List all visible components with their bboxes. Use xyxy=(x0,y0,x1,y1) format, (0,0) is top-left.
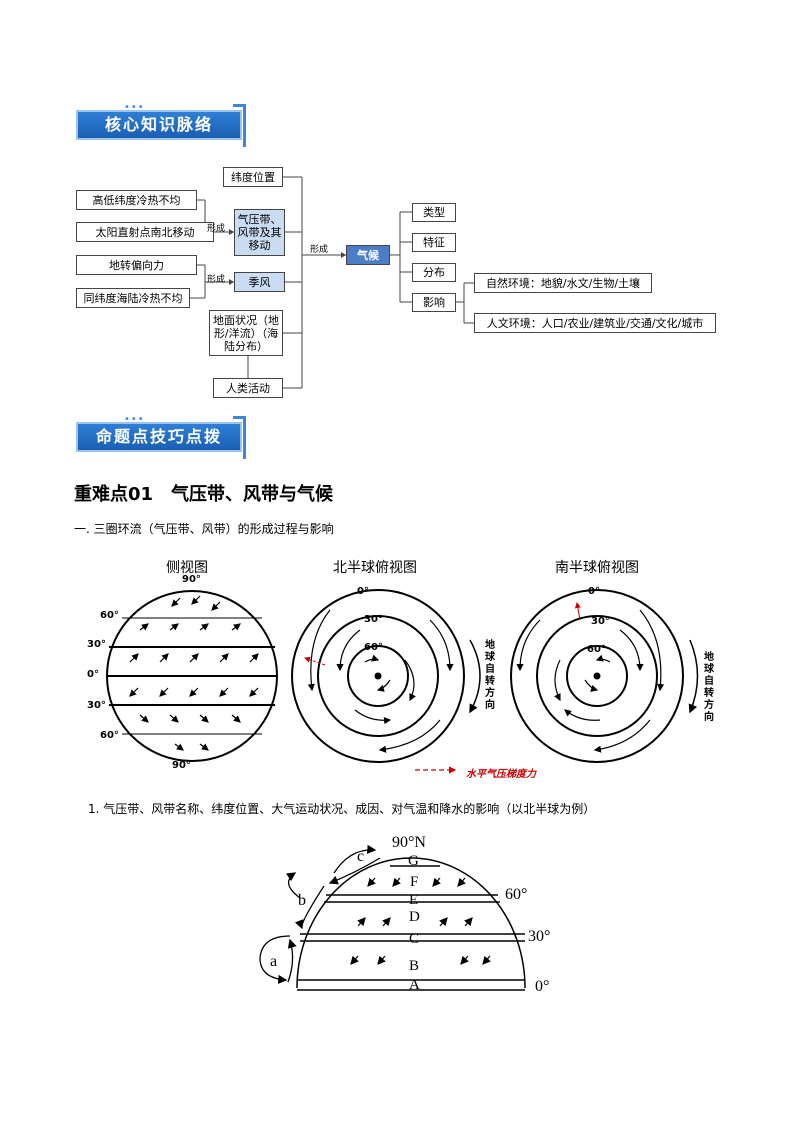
human-env-box: 人文环境：人口/农业/建筑业/交通/文化/城市 xyxy=(474,313,716,333)
lat-label-30: 30° xyxy=(591,616,610,627)
lat-label-60: 60° xyxy=(587,644,606,655)
types-box: 类型 xyxy=(412,203,456,222)
south-view-title: 南半球俯视图 xyxy=(555,560,639,576)
lat-label-90: 90° xyxy=(172,760,191,771)
surface-box: 地面状况（地形/洋流）（海陆分布） xyxy=(209,310,283,356)
cause-box: 太阳直射点南北移动 xyxy=(76,222,214,242)
banner-title: 命题点技巧点拨 xyxy=(95,427,222,446)
side-view-title: 侧视图 xyxy=(166,560,208,576)
human-activity-box: 人类活动 xyxy=(213,378,283,398)
latitude-box: 纬度位置 xyxy=(223,167,283,187)
belt-letter: A xyxy=(409,977,420,993)
cause-box: 同纬度海陆冷热不均 xyxy=(76,288,190,308)
lat-label-0: 0° xyxy=(87,669,99,680)
label-0: 0° xyxy=(535,978,550,995)
north-view-title: 北半球俯视图 xyxy=(333,560,417,576)
lat-label-60: 60° xyxy=(364,642,383,653)
climate-box: 气候 xyxy=(346,245,390,265)
label-30: 30° xyxy=(528,928,551,945)
north-view-diagram xyxy=(291,589,481,763)
features-box: 特征 xyxy=(412,233,456,252)
section-banner-tips: ••• 命题点技巧点拨 xyxy=(76,414,246,459)
natural-env-box: 自然环境：地貌/水文/生物/土壤 xyxy=(474,273,652,293)
mindmap-lines xyxy=(190,176,474,389)
item-1: 1. 气压带、风带名称、纬度位置、大气运动状况、成因、对气温和降水的影响（以北半… xyxy=(88,802,596,816)
form-label: 形成 xyxy=(207,275,226,285)
section-title: 一. 三圈环流（气压带、风带）的形成过程与影响 xyxy=(74,522,334,536)
lat-label-30: 30° xyxy=(87,700,106,711)
banner-title: 核心知识脉络 xyxy=(104,115,213,134)
belt-letter: D xyxy=(409,909,420,925)
lat-label-0: 0° xyxy=(357,586,369,597)
label-90n: 90°N xyxy=(392,834,426,851)
belt-letter: F xyxy=(410,874,419,890)
belt-letter: G xyxy=(408,853,419,869)
cause-box: 高低纬度冷热不均 xyxy=(76,190,197,210)
page-heading: 重难点01 气压带、风带与气候 xyxy=(74,484,334,505)
section-banner-knowledge: ••• 核心知识脉络 xyxy=(76,102,246,147)
influence-box: 影响 xyxy=(412,293,456,312)
circulation-diagrams xyxy=(106,589,699,774)
monsoon-box: 季风 xyxy=(234,272,285,292)
form-label: 形成 xyxy=(310,245,329,255)
cell-label-a: a xyxy=(270,953,278,970)
side-view-diagram xyxy=(106,590,278,762)
rotation-label: 地球自转方向 xyxy=(485,640,495,711)
lat-label-30: 30° xyxy=(364,614,383,625)
cell-label-c: c xyxy=(357,848,365,865)
cause-box: 地转偏向力 xyxy=(76,255,197,275)
rotation-label: 地球自转方向 xyxy=(704,652,714,723)
lat-label-30: 30° xyxy=(87,639,106,650)
legend-label: 水平气压梯度力 xyxy=(466,769,536,780)
south-view-diagram xyxy=(510,589,699,763)
belt-letter: C xyxy=(409,931,420,947)
lat-label-0: 0° xyxy=(588,586,600,597)
belt-letter: E xyxy=(409,892,419,908)
belt-letter: B xyxy=(409,958,420,974)
cell-label-b: b xyxy=(298,892,306,909)
pressure-belts-box: 气压带、风带及其移动 xyxy=(234,209,285,256)
hemisphere-diagram xyxy=(259,844,526,991)
distribution-box: 分布 xyxy=(412,263,456,282)
lat-label-90: 90° xyxy=(182,574,201,585)
lat-label-60: 60° xyxy=(100,610,119,621)
lat-label-60: 60° xyxy=(100,730,119,741)
form-label: 形成 xyxy=(207,224,226,234)
label-60: 60° xyxy=(505,886,528,903)
